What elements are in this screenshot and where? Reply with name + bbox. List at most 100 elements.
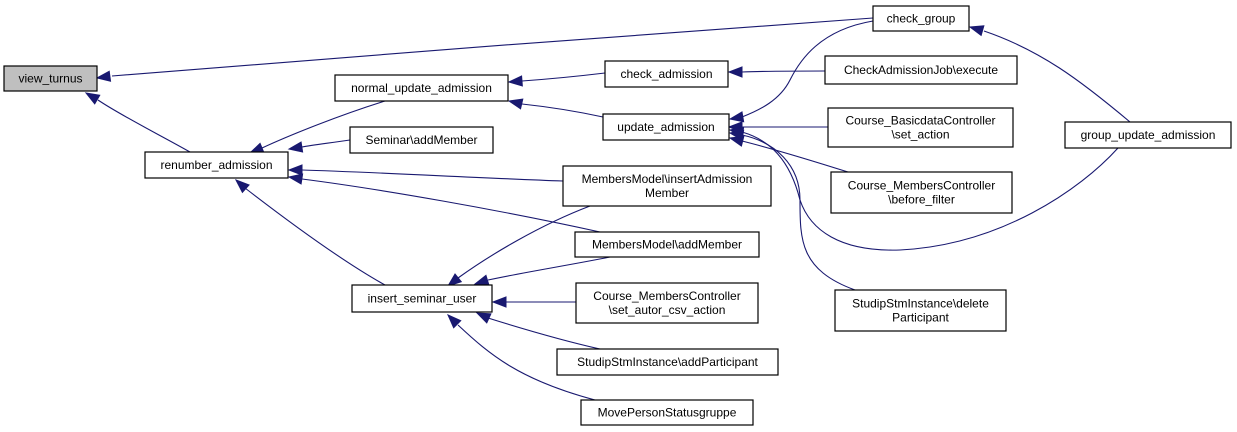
edge-line [487, 317, 601, 350]
edge-update_admission-to-normal_update_admission [507, 98, 604, 118]
edge-insert_seminar_user-to-renumber_admission [234, 179, 386, 286]
edge-renumber_admission-to-view_turnus [84, 92, 191, 153]
node-label: renumber_admission [160, 158, 272, 172]
node-box[interactable] [556, 348, 779, 376]
node-box[interactable] [562, 165, 772, 207]
node-course_memberscontroller_before_filter[interactable]: Course_MembersController\before_filter [830, 171, 1013, 214]
node-box[interactable] [334, 74, 509, 102]
node-box[interactable] [351, 284, 493, 313]
edge-line [457, 324, 596, 401]
arrowhead-icon [507, 98, 524, 110]
arrowhead-icon [728, 111, 745, 123]
node-label: StudipStmInstance\addParticipant [577, 355, 758, 369]
node-label: \before_filter [888, 193, 955, 207]
node-seminar_addmember[interactable]: Seminar\addMember [349, 126, 494, 154]
node-insert_seminar_user[interactable]: insert_seminar_user [351, 284, 493, 313]
node-label: Course_MembersController [848, 179, 995, 193]
nodes-layer: view_turnus renumber_admission normal_upda… [3, 5, 1232, 426]
node-label: check_admission [620, 67, 712, 81]
node-studipstminstance_addparticipant[interactable]: StudipStmInstance\addParticipant [556, 348, 779, 376]
edge-line [487, 256, 611, 281]
node-label: MovePersonStatusgruppe [598, 406, 737, 420]
arrowhead-icon [447, 314, 462, 329]
edge-line [244, 187, 386, 286]
node-course_basicdatacontroller_set_action[interactable]: Course_BasicdataController\set_action [827, 107, 1014, 148]
node-box[interactable] [574, 231, 760, 258]
node-checkadmissionjob_execute[interactable]: CheckAdmissionJob\execute [824, 55, 1018, 85]
edge-seminar_addmember-to-renumber_admission [287, 139, 351, 153]
node-check_admission[interactable]: check_admission [604, 60, 729, 88]
node-label: view_turnus [18, 72, 82, 86]
node-box[interactable] [1064, 121, 1232, 149]
node-label: \set_autor_csv_action [609, 303, 726, 317]
edge-membersmodel_addmember-to-renumber_admission [287, 173, 601, 233]
arrowhead-icon [507, 75, 523, 87]
edge-line [741, 140, 849, 173]
arrowhead-icon [968, 25, 985, 37]
edge-line [261, 100, 386, 149]
node-label: update_admission [617, 120, 714, 134]
arrowhead-icon [287, 141, 304, 153]
edge-line [521, 103, 604, 118]
edge-membersmodel_insertadmissionmember-to-insert_seminar_user [446, 205, 591, 287]
node-label: Seminar\addMember [365, 133, 477, 147]
edge-check_group-to-update_admission [728, 20, 874, 123]
node-label: MembersModel\addMember [592, 238, 742, 252]
arrowhead-icon [287, 164, 303, 176]
node-label: Course_BasicdataController [845, 114, 995, 128]
node-box[interactable] [824, 55, 1018, 85]
node-renumber_admission[interactable]: renumber_admission [144, 151, 289, 179]
node-membersmodel_addmember[interactable]: MembersModel\addMember [574, 231, 760, 258]
node-group_update_admission[interactable]: group_update_admission [1064, 121, 1232, 149]
node-view_turnus[interactable]: view_turnus [3, 65, 98, 92]
edge-line [741, 131, 1119, 251]
node-box[interactable] [144, 151, 289, 179]
node-update_admission[interactable]: update_admission [602, 113, 730, 141]
node-box[interactable] [580, 399, 754, 426]
node-box[interactable] [827, 107, 1014, 148]
edge-studipstminstance_deleteparticipant-to-update_admission [728, 129, 856, 291]
node-box[interactable] [834, 289, 1007, 332]
edge-course_memberscontroller_set_autor_csv_action-to-insert_seminar_user [491, 296, 576, 308]
node-check_group[interactable]: check_group [872, 5, 970, 32]
node-normal_update_admission[interactable]: normal_update_admission [334, 74, 509, 102]
edge-studipstminstance_addparticipant-to-insert_seminar_user [475, 312, 601, 350]
node-box[interactable] [872, 5, 970, 32]
node-movepersonstatusgruppe[interactable]: MovePersonStatusgruppe [580, 399, 754, 426]
edge-line [111, 17, 874, 77]
edge-line [521, 72, 606, 82]
node-label: insert_seminar_user [368, 292, 477, 306]
arrowhead-icon [475, 312, 492, 324]
node-label: StudipStmInstance\delete [852, 297, 989, 311]
edges-layer [84, 17, 1131, 401]
node-box[interactable] [575, 282, 759, 324]
edge-line [97, 99, 191, 153]
arrowhead-icon [727, 66, 743, 78]
edge-checkadmissionjob_execute-to-check_admission [727, 66, 826, 78]
arrowhead-icon [728, 129, 745, 141]
node-box[interactable] [602, 113, 730, 141]
edge-check_group-to-view_turnus [95, 17, 874, 82]
node-label: CheckAdmissionJob\execute [844, 63, 998, 77]
node-box[interactable] [830, 171, 1013, 214]
arrowhead-icon [234, 179, 250, 194]
edge-normal_update_admission-to-renumber_admission [248, 100, 386, 154]
node-label: \set_action [891, 128, 949, 142]
edge-line [301, 139, 351, 148]
node-box[interactable] [3, 65, 98, 92]
edge-movepersonstatusgruppe-to-insert_seminar_user [447, 314, 596, 401]
node-course_memberscontroller_set_autor_csv_action[interactable]: Course_MembersController\set_autor_csv_a… [575, 282, 759, 324]
node-label: normal_update_admission [351, 81, 492, 95]
arrowhead-icon [95, 70, 112, 82]
node-box[interactable] [604, 60, 729, 88]
arrowhead-icon [84, 92, 101, 105]
node-label: MembersModel\insertAdmission [582, 172, 753, 186]
edge-line [301, 169, 564, 182]
edge-line [301, 178, 601, 233]
node-box[interactable] [349, 126, 494, 154]
node-label: Participant [892, 311, 949, 325]
edge-line [457, 205, 591, 279]
